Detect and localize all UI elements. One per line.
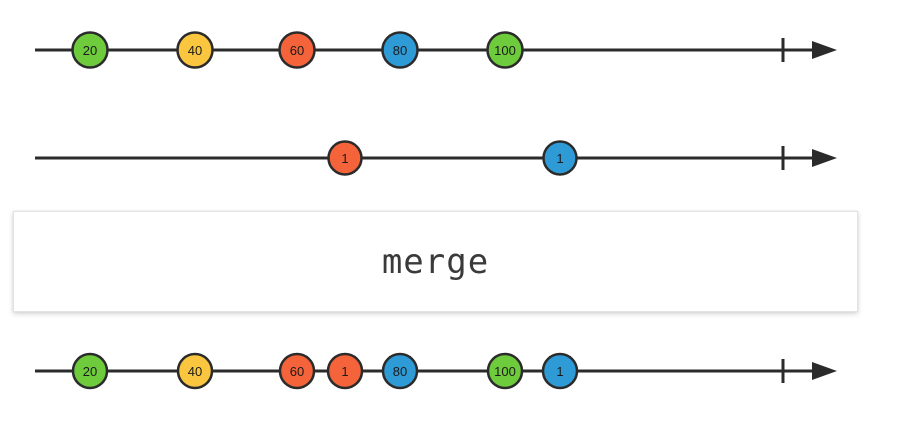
node-item[interactable]: 100 (486, 31, 524, 69)
node-item[interactable]: 80 (381, 352, 419, 390)
node-circle[interactable] (327, 140, 363, 176)
node-value-label: 60 (290, 364, 304, 379)
node-circle[interactable] (381, 352, 419, 390)
node-circle[interactable] (326, 352, 364, 390)
axis-arrowhead-icon (812, 149, 837, 167)
node-value-label: 1 (341, 151, 348, 166)
node-value-label: 20 (83, 43, 97, 58)
node-item[interactable]: 20 (71, 352, 109, 390)
node-circle[interactable] (176, 352, 214, 390)
node-value-label: 1 (556, 151, 563, 166)
node-circle[interactable] (381, 31, 419, 69)
axis-arrowhead-icon (812, 362, 837, 380)
node-item[interactable]: 40 (176, 31, 214, 69)
node-circle[interactable] (542, 140, 578, 176)
node-value-label: 80 (393, 43, 407, 58)
node-item[interactable]: 80 (381, 31, 419, 69)
node-value-label: 40 (188, 364, 202, 379)
node-item[interactable]: 20 (71, 31, 109, 69)
node-item[interactable]: 60 (278, 31, 316, 69)
node-circle[interactable] (278, 352, 316, 390)
node-value-label: 80 (393, 364, 407, 379)
node-value-label: 40 (188, 43, 202, 58)
node-value-label: 1 (556, 364, 563, 379)
merge-operation-label: merge (381, 241, 490, 282)
node-item[interactable]: 60 (278, 352, 316, 390)
node-value-label: 1 (341, 364, 348, 379)
node-item[interactable]: 1 (542, 140, 578, 176)
node-item[interactable]: 1 (541, 352, 579, 390)
node-value-label: 20 (83, 364, 97, 379)
node-value-label: 100 (494, 364, 516, 379)
node-circle[interactable] (486, 352, 524, 390)
merged-row: 20 40 60 1 80 100 1 (35, 352, 837, 390)
node-value-label: 100 (494, 43, 516, 58)
node-item[interactable]: 1 (327, 140, 363, 176)
node-value-label: 60 (290, 43, 304, 58)
node-item[interactable]: 1 (326, 352, 364, 390)
node-circle[interactable] (71, 31, 109, 69)
node-circle[interactable] (541, 352, 579, 390)
node-circle[interactable] (71, 352, 109, 390)
node-circle[interactable] (486, 31, 524, 69)
node-item[interactable]: 40 (176, 352, 214, 390)
node-item[interactable]: 100 (486, 352, 524, 390)
source-row-a: 20 40 60 80 100 (35, 31, 837, 69)
axis-arrowhead-icon (812, 41, 837, 59)
merge-operation-panel: merge (13, 211, 858, 312)
node-circle[interactable] (278, 31, 316, 69)
node-circle[interactable] (176, 31, 214, 69)
